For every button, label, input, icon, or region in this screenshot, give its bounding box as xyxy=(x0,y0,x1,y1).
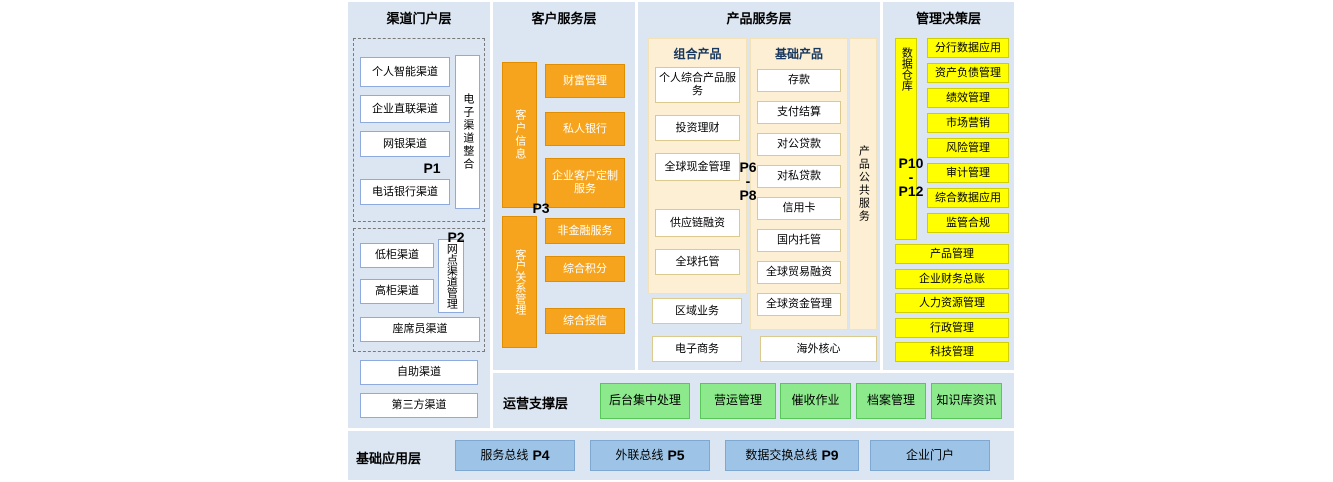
p10-label: P10 xyxy=(898,155,924,171)
foundation-item-data-exchange-bus: 数据交换总线 P9 xyxy=(725,440,859,471)
channel-item-telephone-banking: 电话银行渠道 xyxy=(360,179,450,205)
product-item-investment: 投资理财 xyxy=(655,115,740,141)
customer-item-private-banking: 私人银行 xyxy=(545,112,625,146)
mgmt-item-compliance: 监管合规 xyxy=(927,213,1009,233)
mgmt-item-asset-liability: 资产负债管理 xyxy=(927,63,1009,83)
customer-item-points: 综合积分 xyxy=(545,256,625,282)
p10-p12-label: P10 - P12 xyxy=(889,156,933,198)
customer-info-bar: 客户信息 xyxy=(502,62,537,208)
mgmt-item-hr: 人力资源管理 xyxy=(895,293,1009,313)
product-item-ecommerce: 电子商务 xyxy=(652,336,742,362)
layer-channel-portal: 渠道门户层 个人智能渠道 企业直联渠道 网银渠道 电话银行渠道 电子渠道整合 P… xyxy=(348,2,490,428)
channel-branch-group: 低柜渠道 高柜渠道 网点渠道管理 座席员渠道 P2 xyxy=(353,228,485,352)
layer-title-operations: 运营支撑层 xyxy=(503,396,569,411)
channel-side-branch-management: 网点渠道管理 xyxy=(438,239,464,313)
combined-products-title: 组合产品 xyxy=(673,47,722,61)
mgmt-item-technology: 科技管理 xyxy=(895,342,1009,362)
customer-relationship-bar: 客户关系管理 xyxy=(502,216,537,348)
channel-item-enterprise-direct: 企业直联渠道 xyxy=(360,95,450,123)
product-item-regional-business: 区域业务 xyxy=(652,298,742,324)
layer-product-service: 产品服务层 组合产品 个人综合产品服务 投资理财 全球现金管理 供应链融资 全球… xyxy=(638,2,880,370)
foundation-item-label: 外联总线 xyxy=(615,447,664,462)
foundation-item-service-bus: 服务总线 P4 xyxy=(455,440,575,471)
channel-item-third-party: 第三方渠道 xyxy=(360,393,478,418)
mgmt-item-comprehensive-data: 综合数据应用 xyxy=(927,188,1009,208)
layer-customer-service: 客户服务层 客户信息 财富管理 私人银行 企业客户定制服务 P3 客户关系管理 … xyxy=(493,2,635,370)
p12-label: P12 xyxy=(898,183,924,199)
ops-item-backoffice-processing: 后台集中处理 xyxy=(600,383,690,419)
customer-item-credit: 综合授信 xyxy=(545,308,625,334)
ops-item-operations-management: 营运管理 xyxy=(700,383,776,419)
basic-products-title: 基础产品 xyxy=(774,47,823,61)
ops-item-archives: 档案管理 xyxy=(856,383,926,419)
product-item-global-custody: 全球托管 xyxy=(655,249,740,275)
product-item-global-cash: 全球现金管理 xyxy=(655,153,740,181)
channel-item-agent: 座席员渠道 xyxy=(360,317,480,342)
layer-operation-support: 运营支撑层 后台集中处理 营运管理 催收作业 档案管理 知识库资讯 xyxy=(493,373,1014,428)
product-item-personal-comprehensive: 个人综合产品服务 xyxy=(655,67,740,103)
channel-item-personal-smart: 个人智能渠道 xyxy=(360,57,450,87)
p8-label: P8 xyxy=(739,187,757,203)
foundation-item-label: 数据交换总线 xyxy=(745,447,818,462)
p5-label: P5 xyxy=(667,447,685,464)
p6-label: P6 xyxy=(739,159,757,175)
foundation-item-label: 服务总线 xyxy=(480,447,529,462)
product-item-global-fund: 全球资金管理 xyxy=(757,293,841,316)
product-item-credit-card: 信用卡 xyxy=(757,197,841,220)
product-item-overseas-core: 海外核心 xyxy=(760,336,877,362)
product-public-services-bar: 产品公共服务 xyxy=(849,38,877,330)
channel-electronic-group: 个人智能渠道 企业直联渠道 网银渠道 电话银行渠道 电子渠道整合 P1 xyxy=(353,38,485,222)
combined-products-panel: 组合产品 个人综合产品服务 投资理财 全球现金管理 供应链融资 全球托管 xyxy=(648,38,747,294)
foundation-item-label: 企业门户 xyxy=(905,447,954,462)
p3-label: P3 xyxy=(532,200,550,216)
p6-p8-label: P6 - P8 xyxy=(731,160,765,202)
layer-title-foundation: 基础应用层 xyxy=(356,451,422,466)
layer-management-decision: 管理决策层 数据仓库 P10 - P12 分行数据应用 资产负债管理 绩效管理 … xyxy=(883,2,1014,370)
p1-label: P1 xyxy=(423,160,441,176)
product-item-corporate-loans: 对公贷款 xyxy=(757,133,841,156)
layer-basic-application: 基础应用层 服务总线 P4 外联总线 P5 数据交换总线 P9 企业门户 xyxy=(348,431,1014,480)
channel-item-high-counter: 高柜渠道 xyxy=(360,279,434,304)
layer-title-channel: 渠道门户层 xyxy=(386,11,452,26)
channel-side-electronic-integration: 电子渠道整合 xyxy=(455,55,480,209)
product-item-deposits: 存款 xyxy=(757,69,841,92)
p6-p8-dash: - xyxy=(745,173,751,189)
mgmt-item-audit: 审计管理 xyxy=(927,163,1009,183)
customer-item-corporate-custom-service: 企业客户定制服务 xyxy=(545,158,625,208)
data-warehouse-bar: 数据仓库 xyxy=(895,38,917,240)
mgmt-item-performance: 绩效管理 xyxy=(927,88,1009,108)
product-item-global-trade-finance: 全球贸易融资 xyxy=(757,261,841,284)
mgmt-item-branch-data: 分行数据应用 xyxy=(927,38,1009,58)
p10-p12-dash: - xyxy=(908,169,914,185)
channel-item-self-service: 自助渠道 xyxy=(360,360,478,385)
product-item-domestic-custody: 国内托管 xyxy=(757,229,841,252)
mgmt-item-marketing: 市场营销 xyxy=(927,113,1009,133)
mgmt-item-general-ledger: 企业财务总账 xyxy=(895,269,1009,289)
foundation-item-enterprise-portal: 企业门户 xyxy=(870,440,990,471)
mgmt-item-risk: 风险管理 xyxy=(927,138,1009,158)
layer-title-product: 产品服务层 xyxy=(726,11,792,26)
layer-title-management: 管理决策层 xyxy=(915,11,981,26)
channel-item-low-counter: 低柜渠道 xyxy=(360,243,434,268)
basic-products-panel: 基础产品 存款 支付结算 对公贷款 对私贷款 信用卡 国内托管 全球贸易融资 全… xyxy=(750,38,848,330)
mgmt-item-product-management: 产品管理 xyxy=(895,244,1009,264)
layer-title-customer: 客户服务层 xyxy=(531,11,597,26)
p2-label: P2 xyxy=(447,229,465,245)
p4-label: P4 xyxy=(532,447,550,464)
mgmt-item-administration: 行政管理 xyxy=(895,318,1009,338)
product-item-personal-loans: 对私贷款 xyxy=(757,165,841,188)
product-item-supply-chain: 供应链融资 xyxy=(655,209,740,237)
foundation-item-external-bus: 外联总线 P5 xyxy=(590,440,710,471)
customer-item-nonfinancial-service: 非金融服务 xyxy=(545,218,625,244)
channel-item-online-banking: 网银渠道 xyxy=(360,131,450,157)
product-item-payment-settlement: 支付结算 xyxy=(757,101,841,124)
ops-item-collection: 催收作业 xyxy=(780,383,851,419)
ops-item-knowledge-base: 知识库资讯 xyxy=(931,383,1002,419)
p9-label: P9 xyxy=(821,447,839,464)
customer-item-wealth-management: 财富管理 xyxy=(545,64,625,98)
